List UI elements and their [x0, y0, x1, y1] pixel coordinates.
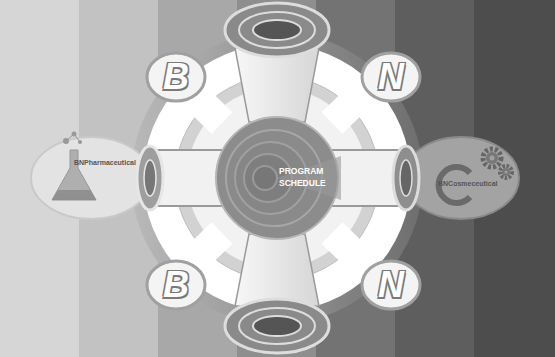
molecule: [72, 132, 77, 137]
tube-body: [152, 151, 224, 205]
tube-outline: [152, 149, 224, 207]
flask-liquid: [52, 190, 96, 200]
tube-lens: [393, 146, 419, 210]
tube-mouth: [225, 3, 329, 57]
gear-icon: [500, 166, 512, 178]
product-oval: BNPharmaceutical: [30, 136, 152, 220]
hub-ring: [253, 166, 277, 190]
node-outline: [30, 136, 152, 220]
tube-lens: [137, 146, 163, 210]
oval-fill: [403, 137, 519, 219]
node-outline: [402, 136, 520, 220]
node-label: BNCosmeceutical: [438, 180, 516, 187]
tube-mouth: [253, 20, 301, 40]
badge-letter: B: [145, 51, 207, 103]
schedule-hub: PROGRAM SCHEDULE: [215, 116, 339, 240]
molecule: [63, 138, 69, 144]
letter-badge: B: [145, 259, 207, 311]
tube-lens: [144, 160, 156, 196]
tube-mouth: [239, 12, 315, 48]
tube-mouth: [239, 308, 315, 344]
molecule: [78, 140, 82, 144]
letter-badge: B: [145, 51, 207, 103]
flask-icon: [52, 150, 96, 200]
molecule: [66, 134, 80, 142]
product-oval: BNCosmeceutical: [402, 136, 520, 220]
badge-letter: N: [360, 259, 422, 311]
badge-letter: B: [145, 259, 207, 311]
gear-icon: [483, 149, 501, 167]
tube-lens: [400, 160, 412, 196]
node-label: PROGRAM SCHEDULE: [279, 165, 331, 189]
badge-letter: N: [360, 51, 422, 103]
tube-arm: [235, 234, 319, 306]
node-label: BNPharmaceutical: [74, 159, 149, 166]
tube-connector: [152, 178, 224, 179]
letter-badge: N: [360, 51, 422, 103]
tube-mouth: [225, 299, 329, 353]
tube-mouth: [253, 316, 301, 336]
letter-badge: N: [360, 259, 422, 311]
strut: [190, 92, 364, 264]
logo-mark: [439, 167, 470, 203]
tube-arm: [235, 48, 319, 122]
oval-fill: [31, 137, 151, 219]
hub-beam: [277, 156, 341, 200]
outer-ring: [131, 32, 423, 324]
